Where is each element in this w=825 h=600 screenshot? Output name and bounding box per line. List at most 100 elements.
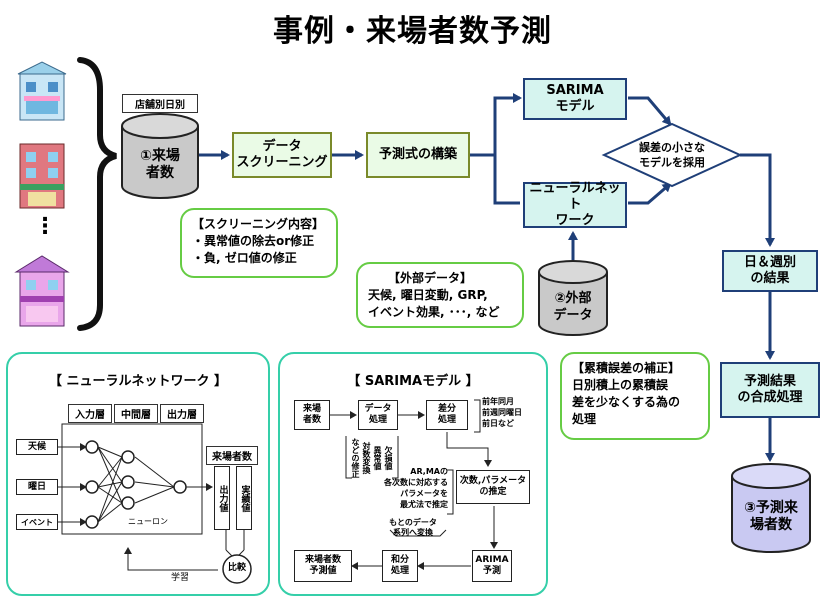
pred-line2: 予測値	[309, 566, 337, 576]
cyl1-line2: 者数	[146, 165, 174, 181]
cumulative-line2: 差を少なくする為の	[572, 395, 681, 409]
param-est-line2: の推定	[479, 487, 507, 497]
more-stores-dots: ⋮	[34, 214, 56, 239]
cyl3-line1: ③予測来	[744, 500, 798, 516]
sarima-vertical-note: 欠損値 異常値 対数変換 などの修正	[348, 436, 396, 480]
nn-visitors-label: 来場者数	[206, 446, 258, 465]
sum-line2: 処理	[390, 566, 409, 576]
sarima-visitors-box: 来場 者数	[294, 400, 330, 430]
cyl3-line2: 場者数	[750, 517, 792, 533]
nn-learn-label: 学習	[170, 573, 189, 583]
external-callout-line1: 天候, 曜日変動, GRP,	[368, 288, 488, 302]
nn-hidden-layer-label: 中間層	[114, 404, 158, 423]
nn-output-value-text: 出力値	[217, 484, 228, 512]
screening-callout-title: 【スクリーニング内容】	[192, 217, 325, 231]
pred-line1: 来場者数	[304, 555, 341, 565]
dayweek-line1: 日＆週別	[743, 255, 796, 270]
screening-callout-item2: ・負, ゼロ値の修正	[192, 251, 297, 265]
nn-actual-value-text: 実績値	[239, 484, 250, 512]
cumulative-title: 【累積誤差の補正】	[572, 361, 681, 375]
adopt-line1: 誤差の小さな	[639, 141, 705, 154]
nn-neuron-label: ニューロン	[128, 517, 168, 526]
screening-line1: データ	[262, 139, 302, 154]
external-callout-line2: イベント効果, ･･･, など	[368, 305, 500, 319]
screening-callout-item1: ・異常値の除去or修正	[192, 234, 315, 248]
data-screening-box[interactable]: データ スクリーニング	[232, 132, 332, 178]
sarima-graph	[330, 399, 498, 570]
sarima-diff-proc-box: 差分 処理	[426, 400, 468, 430]
adopt-model-decision: 誤差の小さな モデルを採用	[614, 140, 730, 170]
neural-line2: ワーク	[555, 213, 595, 228]
store-image-1	[14, 60, 70, 124]
arma-note-1: AR,MAの	[410, 467, 448, 476]
model-build-box[interactable]: 予測式の構築	[366, 132, 470, 178]
sarima-param-est-box: 次数,パラメータ の推定	[456, 470, 530, 504]
sarima-data-proc-box: データ 処理	[358, 400, 398, 430]
screening-callout: 【スクリーニング内容】 ・異常値の除去or修正 ・負, ゼロ値の修正	[180, 208, 338, 278]
cyl1-line1: ①来場	[140, 148, 180, 164]
nn-input-layer-label: 入力層	[68, 404, 112, 423]
sarima-pred-value-box: 来場者数 予測値	[294, 550, 352, 582]
sarima-panel-title: 【 SARIMAモデル 】	[347, 374, 479, 389]
diff-note-1: 前年同月	[482, 397, 514, 406]
nn-actual-value: 実績値	[236, 466, 252, 530]
sarima-model-box[interactable]: SARIMA モデル	[523, 78, 627, 120]
sarima-diff-note: 前年同月 前週同曜日 前日など	[482, 396, 544, 429]
param-est-line1: 次数,パラメータ	[459, 476, 527, 486]
external-callout-title: 【外部データ】	[388, 271, 473, 285]
screening-line2: スクリーニング	[236, 155, 328, 170]
external-data-callout: 【外部データ】 天候, 曜日変動, GRP, イベント効果, ･･･, など	[356, 262, 524, 328]
cumulative-error-callout: 【累積誤差の補正】 日別積上の累積誤 差を少なくする為の 処理	[560, 352, 710, 440]
nn-graph	[58, 423, 252, 584]
sarima-diff-line1: 差分	[437, 404, 456, 414]
store-image-2	[14, 140, 70, 212]
adopt-line2: モデルを採用	[639, 156, 705, 169]
vnote-col4: などの修正	[351, 438, 360, 478]
page-title: 事例・来場者数予測	[273, 14, 552, 49]
nn-input-weather: 天候	[16, 439, 58, 455]
external-data-cylinder: ②外部 データ	[537, 260, 609, 338]
sarima-dataproc-line1: データ	[364, 404, 392, 414]
synthesis-box[interactable]: 予測結果 の合成処理	[720, 362, 820, 418]
sarima-visitors-line2: 者数	[302, 415, 321, 425]
day-week-result-box[interactable]: 日＆週別 の結果	[722, 250, 818, 292]
vnote-col3: 対数変換	[362, 442, 371, 474]
model-build-label: 予測式の構築	[378, 147, 457, 162]
predicted-visitors-cylinder: ③予測来 場者数	[730, 462, 812, 554]
orig-note-2: 系列へ変換	[393, 528, 433, 537]
sarima-orig-note: もとのデータ 系列へ変換	[378, 518, 448, 538]
orig-note-1: もとのデータ	[389, 518, 437, 527]
cumulative-line1: 日別積上の累積誤	[572, 378, 669, 392]
cumulative-line3: 処理	[572, 412, 597, 426]
nn-compare-label: 比較	[227, 563, 246, 573]
synthesis-line1: 予測結果	[743, 374, 796, 389]
arima-line1: ARIMA	[475, 555, 509, 565]
synthesis-line2: の合成処理	[737, 390, 803, 405]
sarima-arima-box: ARIMA 予測	[472, 550, 512, 582]
sarima-arma-note: AR,MAの 各次数に対応する パラメータを 最尤法で推定	[368, 466, 448, 510]
sarima-visitors-line1: 来場	[302, 404, 321, 414]
cyl2-line1: ②外部	[554, 291, 592, 306]
cyl2-line2: データ	[553, 308, 593, 323]
sarima-line2: モデル	[555, 99, 595, 114]
sarima-sum-proc-box: 和分 処理	[382, 550, 418, 582]
store-image-3	[14, 252, 70, 330]
store-daily-label: 店舗別日別	[122, 94, 198, 113]
diff-note-2: 前週同曜日	[482, 408, 522, 417]
vnote-col1: 欠損値	[384, 446, 393, 470]
nn-output-layer-label: 出力層	[160, 404, 204, 423]
diff-note-3: 前日など	[482, 419, 514, 428]
nn-output-value: 出力値	[214, 466, 230, 530]
sarima-dataproc-line2: 処理	[368, 415, 387, 425]
sarima-line1: SARIMA	[546, 83, 604, 98]
arma-note-4: 最尤法で推定	[400, 500, 448, 509]
sum-line1: 和分	[390, 555, 409, 565]
dayweek-line2: の結果	[750, 271, 790, 286]
neural-network-box[interactable]: ニューラルネット ワーク	[523, 181, 627, 228]
arima-line2: 予測	[482, 566, 501, 576]
nn-input-weekday: 曜日	[16, 479, 58, 495]
nn-input-event: イベント	[16, 514, 58, 530]
arma-note-2: 各次数に対応する	[384, 478, 448, 487]
arma-note-3: パラメータを	[400, 489, 448, 498]
